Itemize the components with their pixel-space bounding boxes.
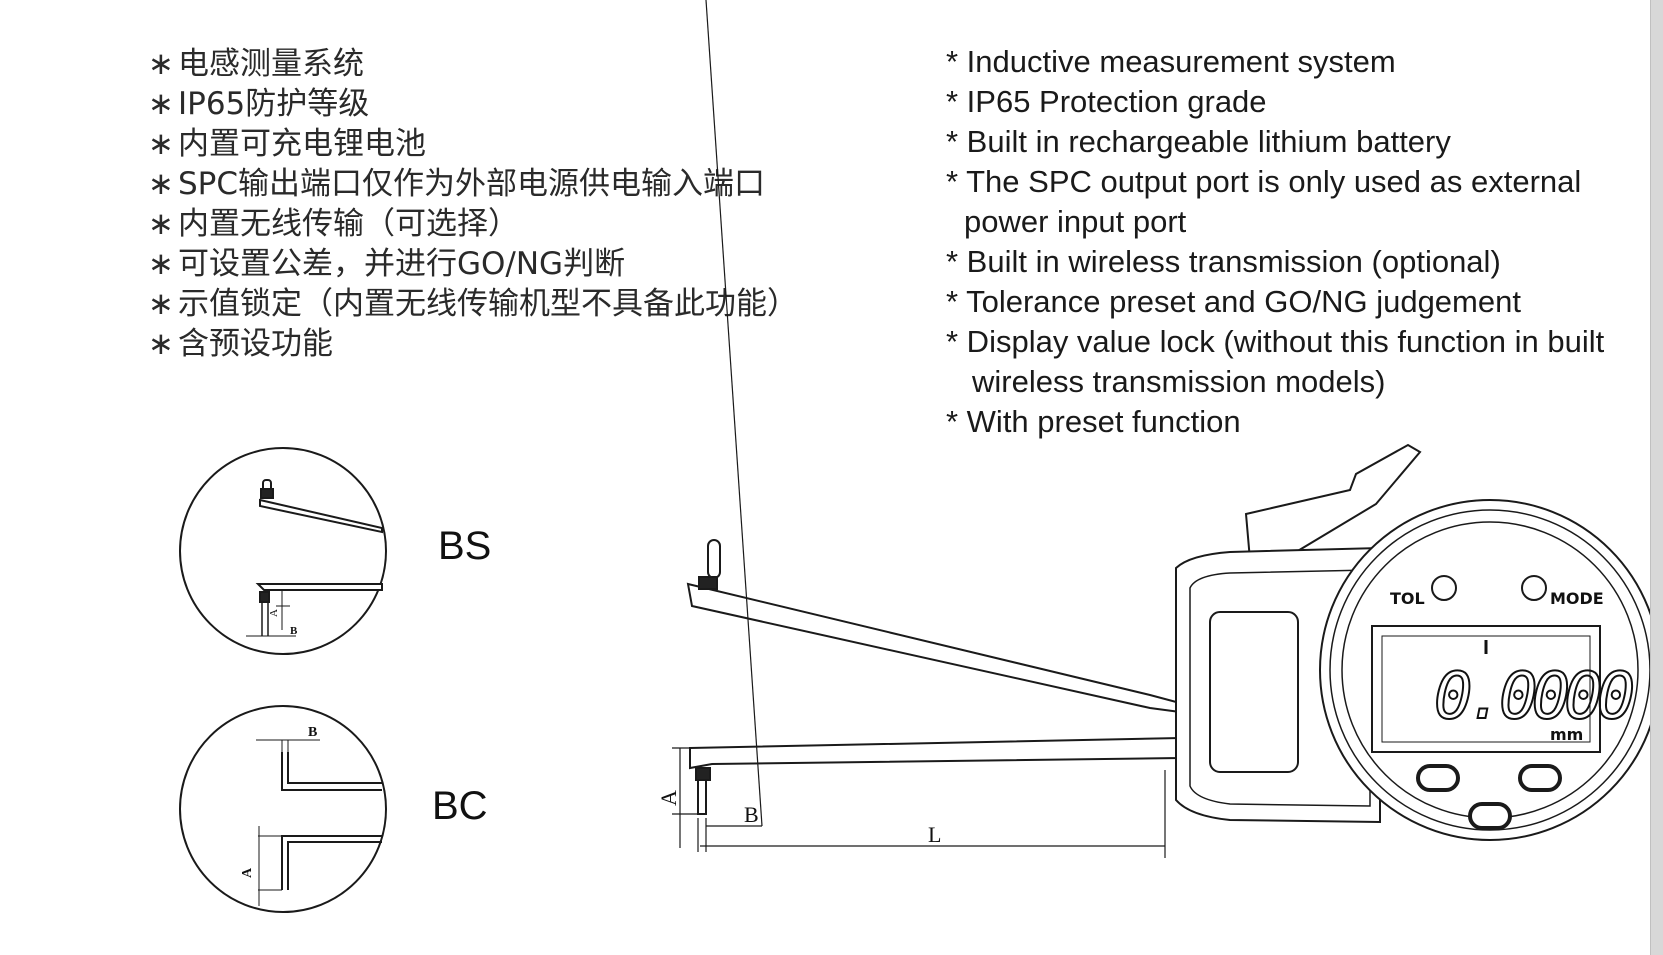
bullet-star-icon: ∗ — [148, 126, 174, 162]
feature-item-en-continued: power input port — [964, 204, 1187, 239]
feature-item-en-continued: wireless transmission models) — [972, 364, 1386, 399]
dimension-b-label: B — [744, 802, 759, 827]
lcd-unit-label: mm — [1550, 725, 1583, 744]
feature-item-cn: ∗示值锁定（内置无线传输机型不具备此功能） — [148, 286, 798, 322]
feature-item-en: * Built in wireless transmission (option… — [946, 244, 1501, 279]
feature-item-en: * With preset function — [946, 404, 1241, 439]
dimension-b-label-bs: B — [290, 625, 298, 637]
type-label-bc: BC — [432, 784, 488, 828]
feature-item-en: * IP65 Protection grade — [946, 84, 1267, 119]
feature-item-cn: ∗含预设功能 — [148, 326, 333, 362]
detail-circle-bc: B A — [179, 705, 387, 913]
page-edge-scrollbar[interactable] — [1650, 0, 1663, 955]
dimension-a-label-bc: A — [240, 867, 255, 878]
tol-button-icon — [1431, 575, 1457, 601]
type-label-bs: BS — [438, 524, 492, 568]
bullet-star-icon: ∗ — [148, 86, 174, 122]
dimension-b-label-bc: B — [308, 725, 317, 740]
feature-list-english: * Inductive measurement system * IP65 Pr… — [946, 42, 1648, 442]
bullet-star-icon: ∗ — [148, 166, 174, 202]
mode-label: MODE — [1550, 589, 1604, 608]
gauge-body — [686, 443, 1661, 841]
tol-label: TOL — [1390, 589, 1425, 608]
feature-item-cn: ∗内置可充电锂电池 — [148, 126, 426, 162]
feature-item-cn: ∗SPC输出端口仅作为外部电源供电输入端口 — [148, 166, 766, 202]
feature-item-en: * The SPC output port is only used as ex… — [946, 164, 1582, 199]
detail-circle-bs: A B — [179, 447, 387, 655]
feature-item-en: * Display value lock (without this funct… — [946, 324, 1605, 359]
feature-item-en: * Inductive measurement system — [946, 44, 1396, 79]
mode-button-icon — [1521, 575, 1547, 601]
dimension-lines — [672, 0, 1166, 858]
dimension-a-label: A — [656, 790, 681, 806]
bullet-star-icon: ∗ — [148, 326, 174, 362]
lcd-display-value: 0.0000 — [1434, 660, 1633, 734]
bullet-star-icon: ∗ — [148, 286, 174, 322]
feature-item-cn: ∗电感测量系统 — [148, 46, 364, 82]
feature-item-cn: ∗IP65防护等级 — [148, 86, 370, 122]
feature-list-chinese: ∗电感测量系统 ∗IP65防护等级 ∗内置可充电锂电池 ∗SPC输出端口仅作为外… — [148, 44, 798, 364]
feature-item-cn: ∗可设置公差，并进行GO/NG判断 — [148, 246, 626, 282]
feature-item-en: * Built in rechargeable lithium battery — [946, 124, 1451, 159]
bullet-star-icon: ∗ — [148, 46, 174, 82]
bullet-star-icon: ∗ — [148, 246, 174, 282]
dimension-l-label: L — [928, 822, 941, 847]
dimension-a-label-bs: A — [268, 609, 280, 617]
feature-item-cn: ∗内置无线传输（可选择） — [148, 206, 519, 242]
bullet-star-icon: ∗ — [148, 206, 174, 242]
feature-item-en: * Tolerance preset and GO/NG judgement — [946, 284, 1521, 319]
